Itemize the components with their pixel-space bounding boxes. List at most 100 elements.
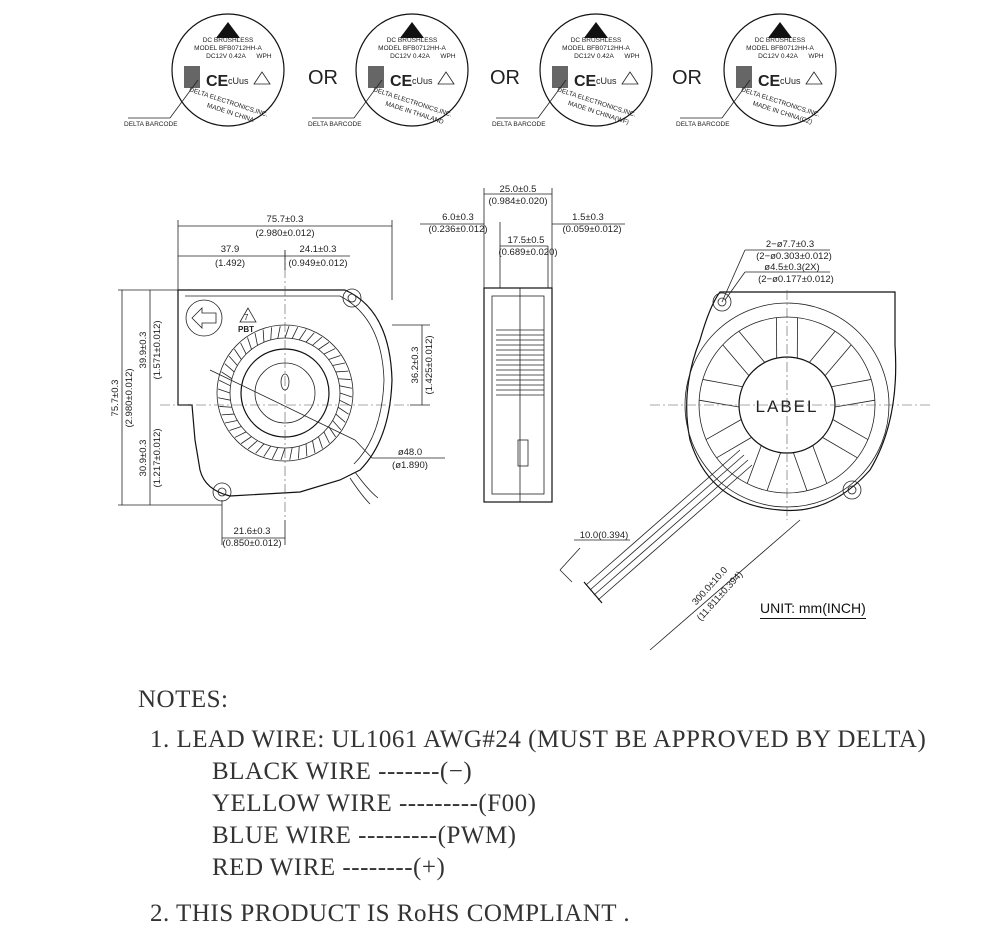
label-suffix: WPH <box>440 53 455 60</box>
barcode-icon <box>368 66 384 88</box>
or-separator: OR <box>490 67 520 89</box>
barcode-label: DELTA BARCODE <box>308 121 362 128</box>
back-spoke <box>808 331 836 363</box>
note-rohs: 2. THIS PRODUCT IS RoHS COMPLIANT . <box>150 900 631 927</box>
label-model: MODEL BFB0712HH-A <box>378 45 446 52</box>
back-spoke <box>834 399 875 408</box>
impeller-blade <box>337 406 349 415</box>
notes-title: NOTES: <box>138 686 229 713</box>
impeller-blade <box>271 447 279 459</box>
impeller-blade <box>219 379 231 387</box>
label-suffix: WPH <box>808 53 823 60</box>
back-spoke <box>766 452 782 491</box>
dim-left-in: (1.492) <box>215 258 245 269</box>
ce-mark: CE <box>574 73 597 90</box>
back-spokes <box>699 317 875 491</box>
dim-side-inner-in: (0.689±0.020) <box>498 247 557 258</box>
dim-hole-a-in: (2−ø0.303±0.012) <box>756 251 832 262</box>
label-model: MODEL BFB0712HH-A <box>746 45 814 52</box>
dim-hole-a-mm: 2−ø7.7±0.3 <box>766 239 814 250</box>
ul-mark: cUus <box>412 76 433 86</box>
dim-side-right-in: (0.059±0.012) <box>562 224 621 235</box>
impeller-blade <box>323 431 330 444</box>
impeller-blade <box>291 327 299 339</box>
unit-note: UNIT: mm(INCH) <box>760 600 866 619</box>
impeller-blade <box>221 371 233 380</box>
recycle-text: PBT <box>238 325 254 334</box>
back-spoke <box>702 379 743 388</box>
impeller-blade <box>262 329 265 343</box>
barcode-icon <box>184 66 200 88</box>
impeller-blade <box>228 355 238 366</box>
back-spoke <box>792 452 808 491</box>
impeller-blade <box>312 336 323 346</box>
dim-offset-mm: 24.1±0.3 <box>300 244 337 255</box>
impeller-blade <box>335 370 349 373</box>
impeller-blade <box>332 362 346 366</box>
dim-bore-in: (ø1.890) <box>392 460 428 471</box>
dim-depth-in: (0.984±0.020) <box>488 196 547 207</box>
label-brand: DC BRUSHLESS <box>387 37 438 44</box>
dim-upper-in: (1.571±0.012) <box>152 320 163 379</box>
impeller-blade <box>254 332 258 346</box>
dim-upper-mm: 39.9±0.3 <box>138 332 149 369</box>
ul-mark: cUus <box>228 76 249 86</box>
note-lead-wire: 1. LEAD WIRE: UL1061 AWG#24 (MUST BE APP… <box>150 726 927 753</box>
back-spoke <box>831 379 872 388</box>
impeller-blade <box>263 445 272 457</box>
label-variant-1: DC BRUSHLESS MODEL BFB0712HH-A DC12V 0.4… <box>124 13 285 128</box>
impeller-blade <box>305 443 308 457</box>
dim-side-inner-mm: 17.5±0.5 <box>508 235 545 246</box>
impeller-blade <box>247 337 252 350</box>
barcode-label: DELTA BARCODE <box>676 121 730 128</box>
label-rating: DC12V 0.42A <box>390 53 430 60</box>
label-rating: DC12V 0.42A <box>574 53 614 60</box>
impeller-blade <box>221 413 235 416</box>
dim-width-in: (2.980±0.012) <box>255 228 314 239</box>
front-view: 7 PBT 75.7±0.3 (2.980±0.012) 37.9 (1.492… <box>110 214 445 549</box>
side-fins <box>496 329 544 396</box>
delta-logo-icon <box>216 22 240 38</box>
dim-width-mm: 75.7±0.3 <box>267 214 304 225</box>
dim-wire-pitch: 10.0(0.394) <box>580 530 629 541</box>
cert-mark-icon <box>253 71 271 85</box>
label-model: MODEL BFB0712HH-A <box>194 45 262 52</box>
impeller-blade <box>277 326 281 339</box>
impeller-blade <box>338 378 351 380</box>
impeller-blade <box>234 431 247 438</box>
delta-logo-icon <box>584 22 608 38</box>
impeller-blade <box>323 348 336 355</box>
dim-bottom-in: (0.850±0.012) <box>222 538 281 549</box>
dim-offset-in: (0.949±0.012) <box>288 258 347 269</box>
barcode-label: DELTA BARCODE <box>492 121 546 128</box>
wire-red: RED WIRE --------(+) <box>212 854 446 881</box>
label-brand: DC BRUSHLESS <box>203 37 254 44</box>
dim-bore-mm: ø48.0 <box>398 447 422 458</box>
dim-left-mm: 37.9 <box>221 244 240 255</box>
impeller-blade <box>224 363 235 373</box>
barcode-label: DELTA BARCODE <box>124 121 178 128</box>
impeller-blade <box>312 440 316 454</box>
dim-bottom-mm: 21.6±0.3 <box>234 526 271 537</box>
label-model: MODEL BFB0712HH-A <box>562 45 630 52</box>
back-spoke <box>812 445 828 484</box>
impeller-blade <box>305 332 315 343</box>
ul-mark: cUus <box>780 76 801 86</box>
lead-wires: 10.0(0.394) 300.0±10.0 (11.811±0.394) <box>559 449 801 651</box>
back-spoke <box>705 419 742 440</box>
or-separator: OR <box>672 67 702 89</box>
impeller-blade <box>240 342 247 355</box>
impeller-blade <box>224 420 238 424</box>
notes-section: NOTES: 1. LEAD WIRE: UL1061 AWG#24 (MUST… <box>0 680 1000 946</box>
label-suffix: WPH <box>256 53 271 60</box>
cert-mark-icon <box>621 71 639 85</box>
wire-black: BLACK WIRE -------(−) <box>212 758 473 785</box>
impeller-blade <box>339 385 352 389</box>
dim-right-mm: 36.2±0.3 <box>410 347 421 384</box>
back-spoke <box>746 445 762 484</box>
label-suffix: WPH <box>624 53 639 60</box>
impeller-blades <box>217 325 353 461</box>
impeller-blade <box>318 436 323 449</box>
impeller-blade <box>335 413 346 423</box>
impeller-blade <box>280 447 286 461</box>
